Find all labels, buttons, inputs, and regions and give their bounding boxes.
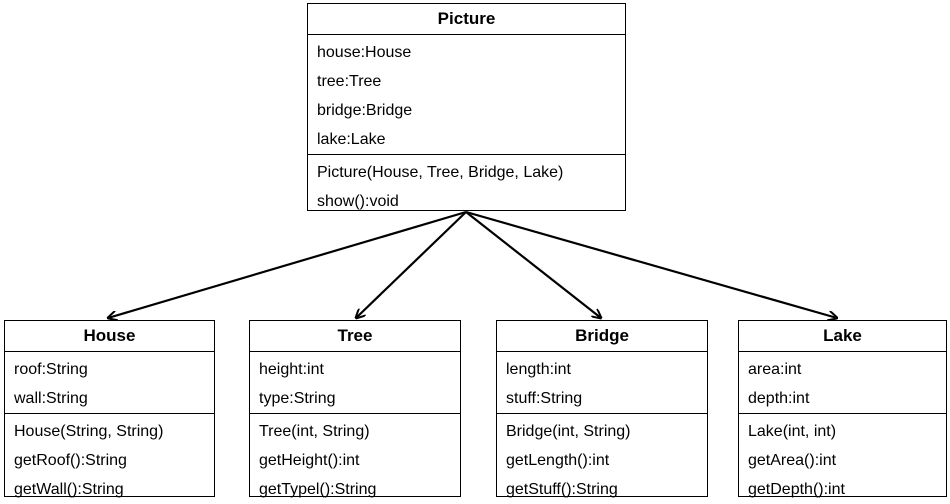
attributes-section: length:int stuff:String [497, 352, 707, 414]
method: Picture(House, Tree, Bridge, Lake) [317, 164, 564, 181]
methods-section: House(String, String) getRoof():String g… [5, 414, 214, 504]
method: show():void [317, 193, 399, 210]
class-name: Tree [250, 321, 460, 352]
attributes-section: area:int depth:int [739, 352, 946, 414]
class-name: Bridge [497, 321, 707, 352]
attribute: bridge:Bridge [317, 102, 413, 119]
method: Lake(int, int) [748, 423, 837, 440]
attribute: stuff:String [506, 390, 583, 407]
methods-section: Picture(House, Tree, Bridge, Lake) show(… [308, 155, 625, 216]
method: getTypel():String [259, 481, 377, 498]
arrow-picture-to-bridge [465, 211, 601, 318]
class-box-bridge: Bridge length:int stuff:String Bridge(in… [496, 320, 708, 498]
class-box-lake: Lake area:int depth:int Lake(int, int) g… [738, 320, 947, 498]
attribute: depth:int [748, 390, 810, 407]
method: getRoof():String [14, 452, 127, 469]
method: getDepth():int [748, 481, 845, 498]
method: getWall():String [14, 481, 124, 498]
arrow-picture-to-house [108, 210, 467, 318]
attribute: wall:String [14, 390, 88, 407]
class-box-house: House roof:String wall:String House(Stri… [4, 320, 215, 498]
attributes-section: house:House tree:Tree bridge:Bridge lake… [308, 35, 625, 155]
attribute: height:int [259, 361, 324, 378]
method: getStuff():String [506, 481, 618, 498]
attribute: house:House [317, 44, 412, 61]
method: Tree(int, String) [259, 423, 370, 440]
attributes-section: height:int type:String [250, 352, 460, 414]
method: getHeight():int [259, 452, 360, 469]
attribute: tree:Tree [317, 73, 382, 90]
methods-section: Bridge(int, String) getLength():int getS… [497, 414, 707, 504]
method: getLength():int [506, 452, 610, 469]
class-name: House [5, 321, 214, 352]
methods-section: Tree(int, String) getHeight():int getTyp… [250, 414, 460, 504]
class-box-tree: Tree height:int type:String Tree(int, St… [249, 320, 461, 498]
method: Bridge(int, String) [506, 423, 631, 440]
attributes-section: roof:String wall:String [5, 352, 214, 414]
method: getArea():int [748, 452, 837, 469]
class-name: Picture [308, 4, 625, 35]
methods-section: Lake(int, int) getArea():int getDepth():… [739, 414, 946, 504]
arrow-picture-to-lake [465, 210, 837, 318]
class-name: Lake [739, 321, 946, 352]
arrow-picture-to-tree [356, 211, 467, 318]
attribute: lake:Lake [317, 131, 386, 148]
attribute: area:int [748, 361, 802, 378]
attribute: type:String [259, 390, 336, 407]
method: House(String, String) [14, 423, 164, 440]
attribute: length:int [506, 361, 571, 378]
attribute: roof:String [14, 361, 88, 378]
class-box-picture: Picture house:House tree:Tree bridge:Bri… [307, 3, 626, 211]
